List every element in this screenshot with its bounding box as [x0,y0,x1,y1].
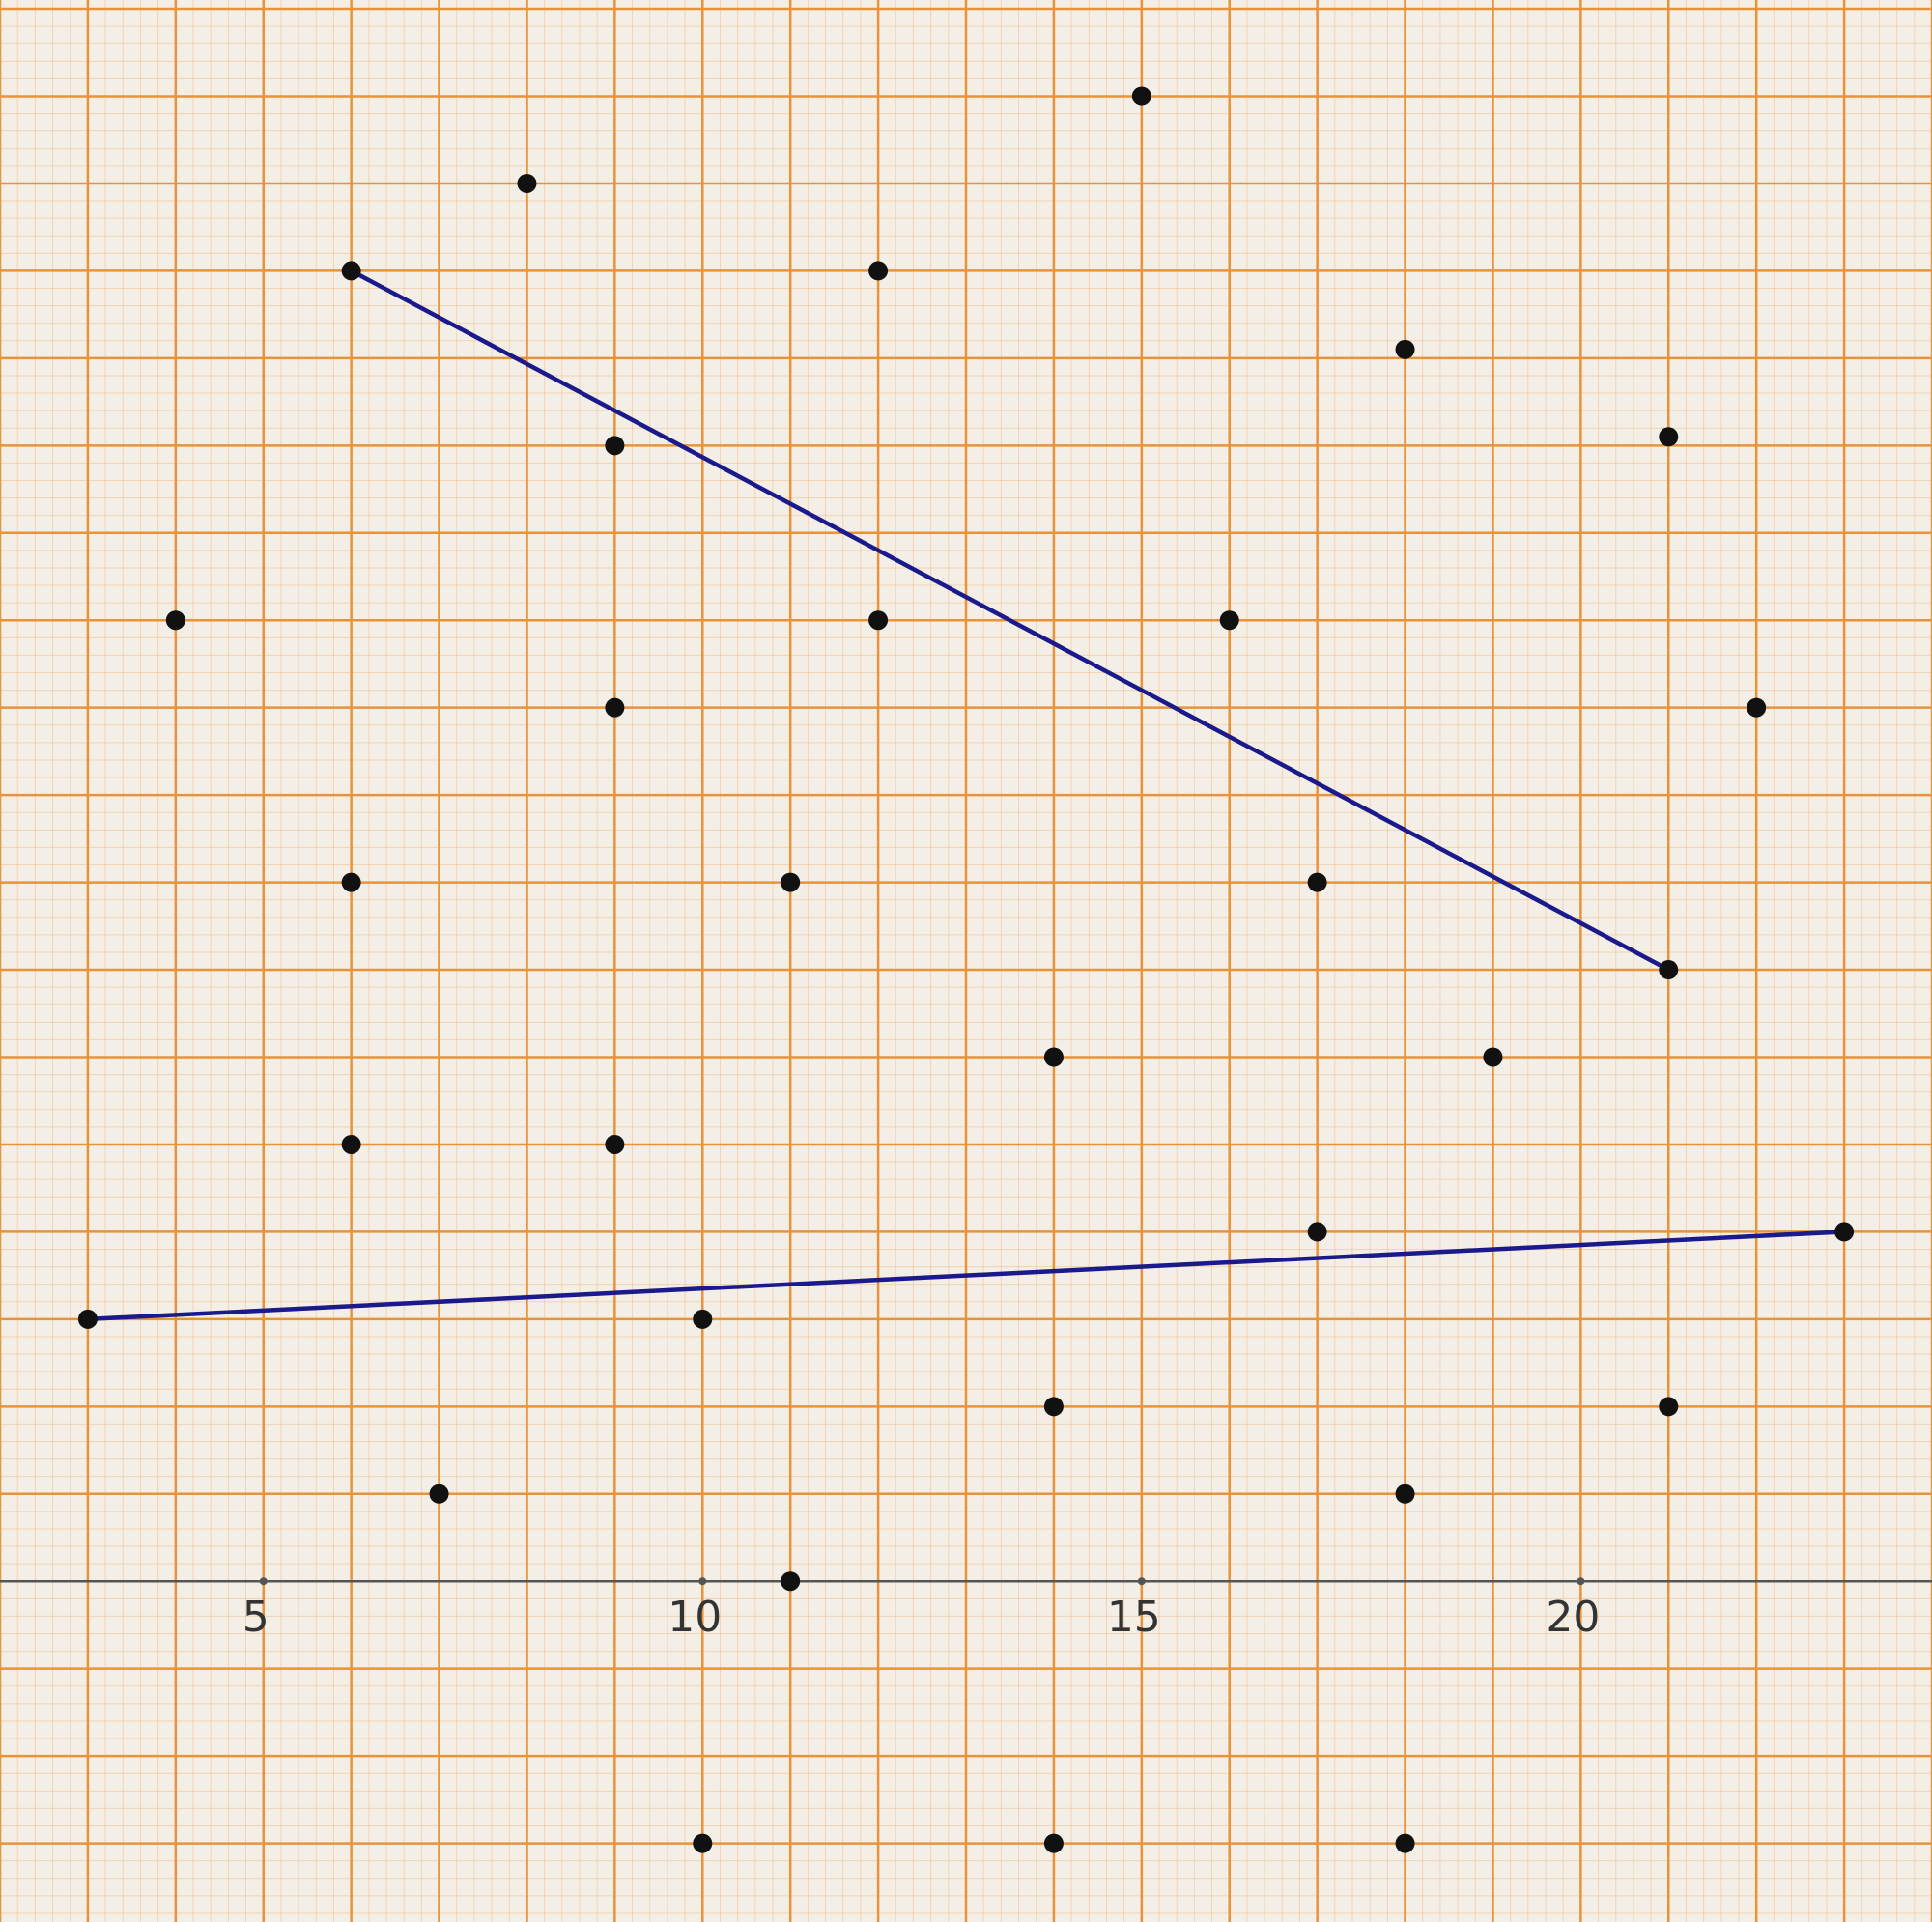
data-point [1659,1397,1679,1417]
x-tick-mark [259,1577,268,1586]
fitted-lines [85,269,1847,1322]
data-points [77,86,1855,1853]
data-point [1043,1047,1064,1067]
x-tick-mark [1577,1577,1585,1586]
data-point [1659,427,1679,447]
data-point [1659,960,1679,980]
data-point [1043,1833,1064,1853]
data-point [517,173,537,193]
data-point [868,261,889,281]
data-point [693,1833,713,1853]
x-axis [0,1577,1932,1586]
data-point [1395,1833,1415,1853]
data-point [1395,1484,1415,1504]
data-point [1131,86,1151,106]
x-tick-label: 20 [1546,1593,1600,1642]
data-point [1043,1397,1064,1417]
x-tick-mark [1137,1577,1146,1586]
series-line [85,1230,1847,1322]
x-tick-label: 15 [1107,1593,1161,1642]
data-point [341,261,361,281]
data-point [165,610,185,631]
x-tick-label: 5 [242,1593,270,1642]
x-tick-mark [698,1577,707,1586]
x-tick-labels: 5 10 15 20 [242,1593,1601,1642]
x-tick-label: 10 [668,1593,722,1642]
data-point [341,872,361,892]
series-line [349,269,1671,973]
data-point [1747,697,1767,718]
data-point [1395,339,1415,359]
data-point [781,1571,801,1592]
data-point [1307,1222,1327,1242]
data-point [868,610,889,631]
data-point [1483,1047,1503,1067]
data-point [605,697,625,718]
data-point [1307,872,1327,892]
data-point [77,1309,98,1329]
data-point [693,1309,713,1329]
data-point [605,436,625,456]
data-point [1834,1222,1855,1242]
data-point [429,1484,449,1504]
data-point [341,1134,361,1154]
data-point [1219,610,1239,631]
data-point [605,1134,625,1154]
data-point [781,872,801,892]
